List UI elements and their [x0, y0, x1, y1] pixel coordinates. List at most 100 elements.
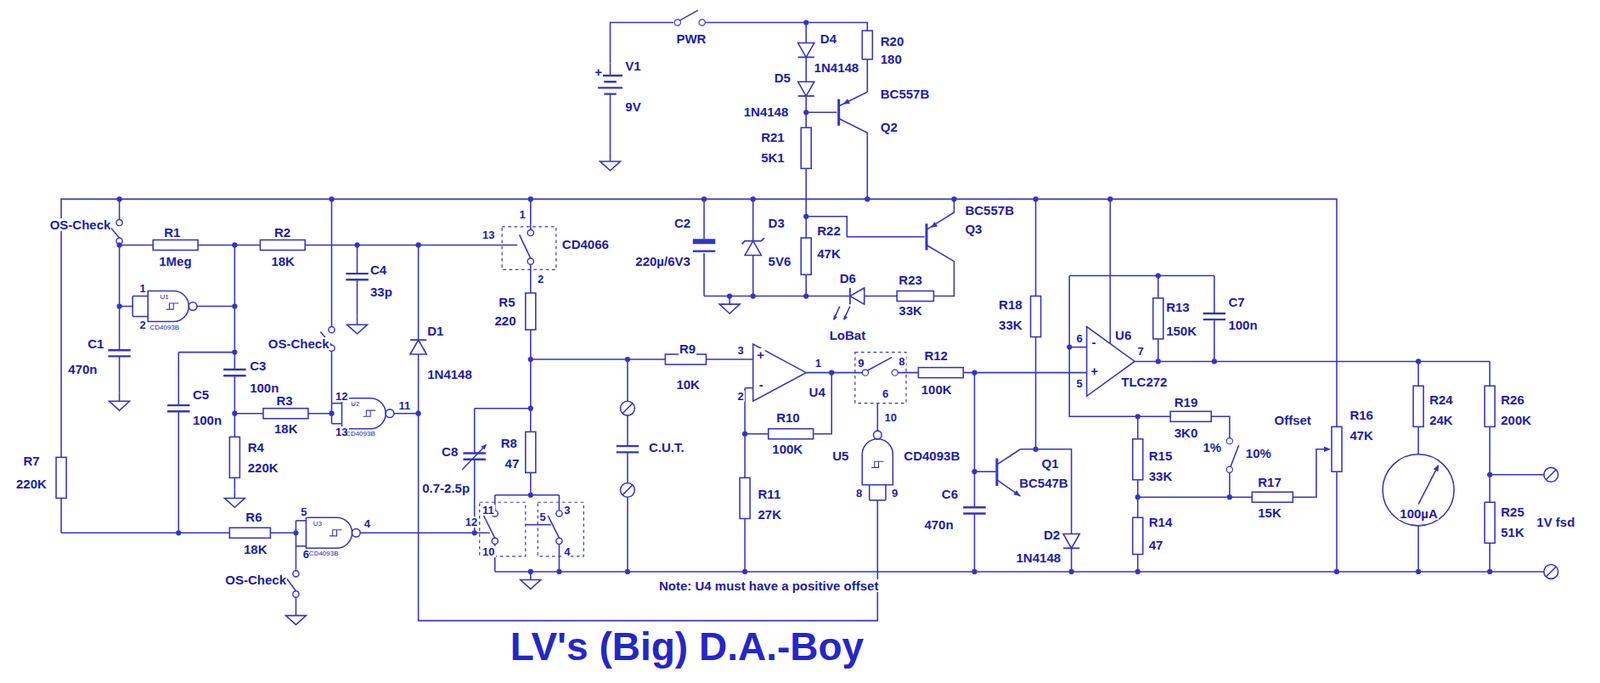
terminal-symbol: [620, 400, 636, 416]
resistor-symbol: [152, 239, 198, 250]
component-label: 13: [481, 229, 496, 241]
component-label: Q2: [879, 120, 899, 134]
wire: [132, 295, 148, 298]
wire: [487, 532, 490, 535]
resistor-symbol: [800, 127, 812, 169]
component-label: C1: [86, 337, 105, 350]
component-label: C8: [440, 445, 459, 458]
diode-bar: [798, 95, 815, 97]
wire: [331, 402, 342, 405]
component-label: U5: [831, 449, 850, 462]
component-label: R14: [1148, 515, 1174, 529]
wire: [295, 607, 298, 616]
component-label: D5: [773, 71, 792, 85]
wire: [997, 479, 1021, 496]
junction-dot: [1135, 569, 1141, 575]
wire: [360, 532, 488, 535]
resistor-symbol: [525, 431, 536, 473]
capacitor-gap: [344, 273, 370, 280]
wire: [926, 198, 954, 230]
component-label: CD4093B: [308, 550, 340, 558]
junction-dot: [1068, 569, 1074, 575]
diode-symbol: [410, 339, 427, 355]
resistor-symbol: [896, 291, 934, 302]
schmitt-mark: [329, 529, 342, 536]
junction-dot: [1487, 569, 1493, 575]
junction-dot: [116, 242, 122, 248]
component-label: R9: [678, 342, 697, 355]
wire: [622, 403, 633, 414]
resistor-symbol: [1413, 385, 1424, 427]
component-label: 0.7-2.5p: [421, 481, 471, 495]
switch-contact: [292, 591, 299, 598]
diode-gap: [409, 339, 429, 355]
component-label: 12: [464, 516, 479, 528]
resistor-symbol: [229, 527, 271, 538]
junction-dot: [1155, 358, 1161, 364]
terminal-symbol: [620, 482, 636, 497]
capacitor-symbol: [963, 507, 986, 513]
diode-symbol: [798, 43, 815, 58]
wire: [394, 412, 419, 415]
capacitor-gap: [166, 405, 192, 412]
component-label: C.U.T.: [647, 440, 686, 454]
wire: [131, 296, 134, 317]
component-label: 470n: [67, 362, 98, 376]
wire: [473, 408, 476, 534]
component-label: D3: [767, 216, 786, 230]
component-label: R20: [879, 34, 906, 48]
switch-package: [537, 501, 584, 557]
component-label: R23: [897, 273, 924, 287]
component-label: Q3: [963, 222, 983, 236]
resistor-symbol: [800, 237, 812, 275]
component-label: 1N4148: [743, 105, 790, 119]
wire: [356, 316, 359, 326]
wire: [178, 351, 235, 354]
terminal-symbol: [1543, 564, 1559, 580]
component-label: 5V6: [767, 254, 793, 268]
component-label: 7: [1137, 345, 1145, 357]
arrow-head: [1433, 464, 1439, 472]
junction-dot: [971, 569, 977, 575]
component-label: PWR: [675, 32, 707, 46]
component-label: R25: [1499, 505, 1526, 519]
wire: [234, 490, 237, 499]
wire: [474, 407, 531, 410]
nand-bubble: [385, 409, 395, 418]
component-label: 33K: [897, 304, 924, 317]
component-label: 24K: [1428, 413, 1454, 427]
wire: [1134, 360, 1490, 363]
wire: [177, 352, 180, 534]
arrow-head: [833, 315, 838, 321]
component-label: R18: [997, 298, 1024, 311]
ground-symbol: [285, 615, 306, 626]
component-label: CD4093B: [344, 430, 377, 438]
diode-gap: [1062, 533, 1082, 548]
component-label: Offset: [1273, 413, 1313, 427]
wire: [679, 10, 699, 21]
arrow-head: [481, 444, 488, 451]
wire: [997, 449, 1021, 465]
component-label: R16: [1348, 408, 1375, 422]
component-label: C5: [191, 388, 210, 401]
component-label: U1: [158, 293, 170, 301]
component-label: R4: [247, 440, 265, 454]
wire: [974, 470, 996, 473]
component-label: -: [758, 377, 765, 391]
component-label: 220: [494, 314, 518, 327]
arrow-head: [842, 98, 850, 104]
component-label: C2: [673, 216, 692, 230]
arrow-head: [1323, 445, 1331, 452]
component-label: 4: [363, 518, 372, 530]
component-label: 11: [481, 504, 496, 516]
component-label: 18K: [273, 422, 299, 435]
switch-package: [855, 352, 907, 404]
wire: [609, 152, 612, 162]
wire: [839, 91, 868, 107]
junction-dot: [750, 196, 756, 202]
component-label: CD4066: [561, 237, 610, 251]
component-label: C6: [940, 487, 959, 501]
component-label: 6: [302, 548, 310, 560]
resistor-symbol: [1484, 385, 1495, 427]
wire: [1545, 566, 1556, 577]
